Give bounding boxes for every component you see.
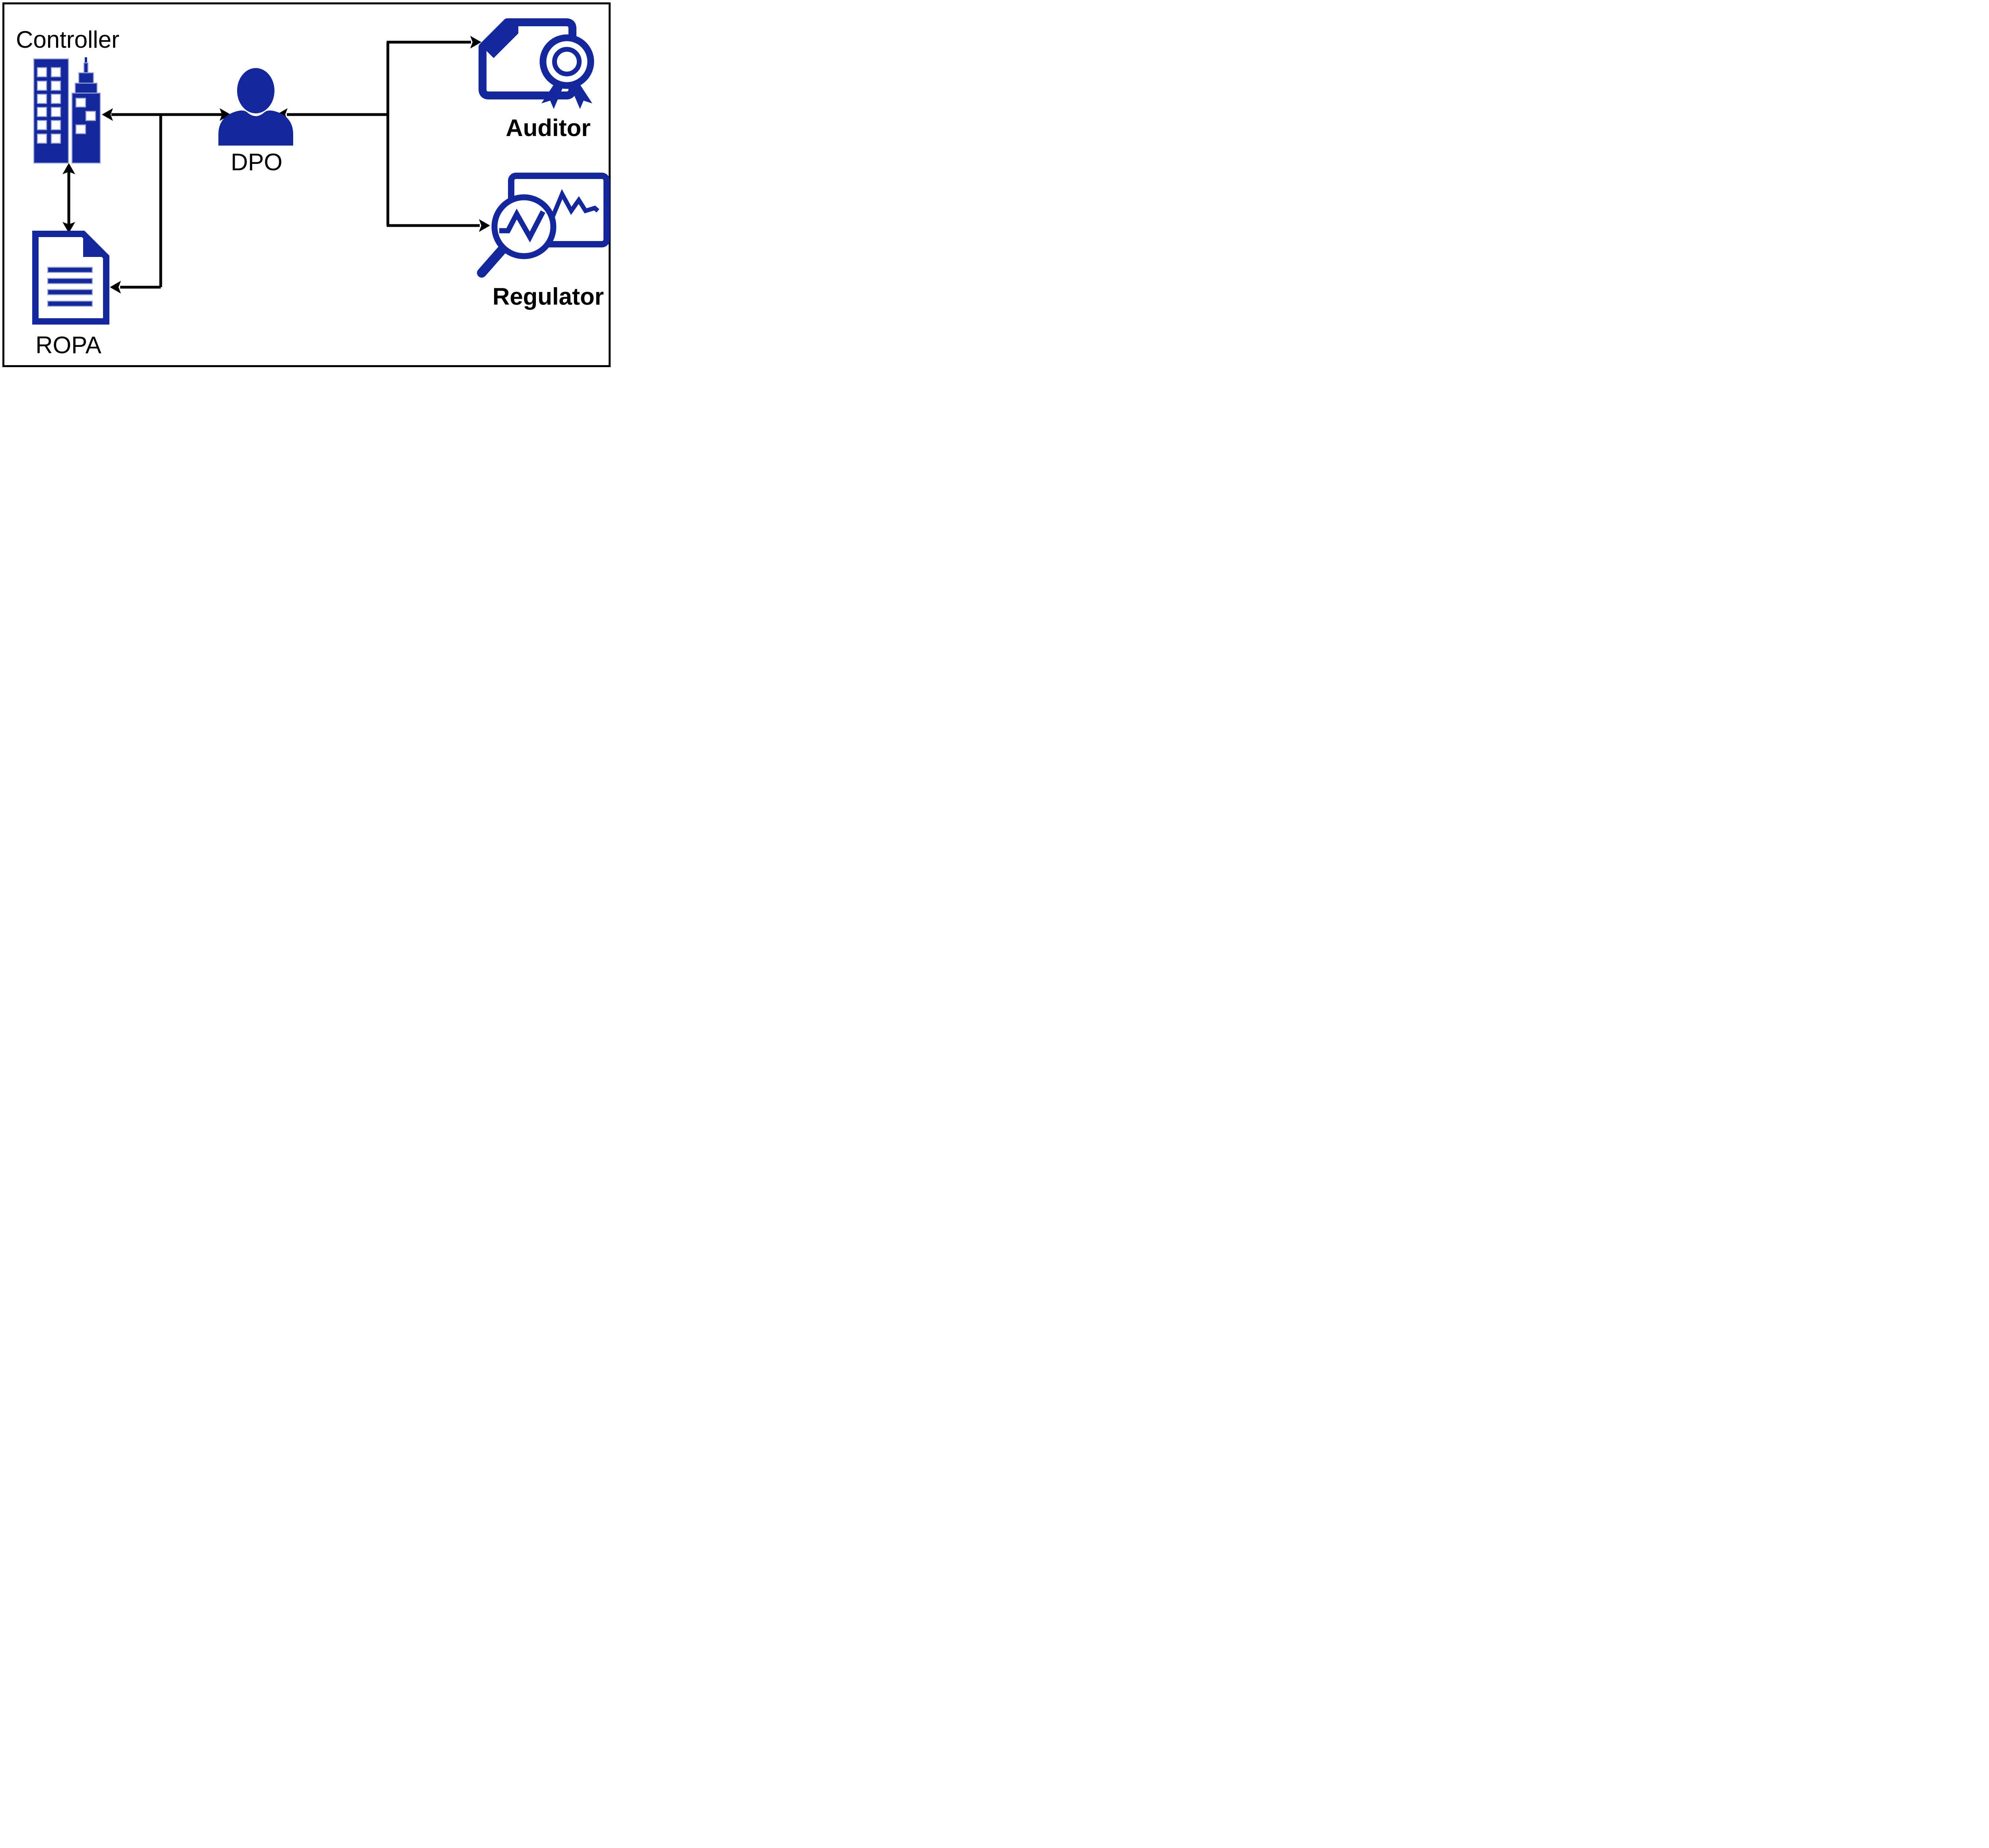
diagram-graphics [32,18,610,325]
buildings-icon [33,57,101,164]
arrowhead-into-dpo-left [220,108,231,121]
arrowhead-into-controller [102,108,113,121]
arrowhead-into-auditor [470,36,481,49]
regulator-label: Regulator [492,283,604,310]
monitor-magnifier-icon [477,173,610,278]
connector-arrows [62,36,490,294]
person-icon [218,68,293,146]
arrowhead-into-ropa [110,281,121,294]
magnifier-handle [477,245,507,278]
screen-chart-line [550,189,599,218]
lens-chart-line [499,208,545,243]
ropa-label: ROPA [35,332,101,358]
arrowhead-into-regulator [479,219,490,232]
diagram-canvas: Controller DPO ROPA Auditor Regulator [0,0,613,370]
document-icon [32,231,109,325]
certificate-icon [479,18,594,109]
dpo-label: DPO [230,149,283,175]
controller-label: Controller [16,26,120,53]
auditor-label: Auditor [506,115,591,141]
arrowhead-down-into-ropa [62,222,75,233]
arrowhead-up-into-controller [62,163,75,174]
